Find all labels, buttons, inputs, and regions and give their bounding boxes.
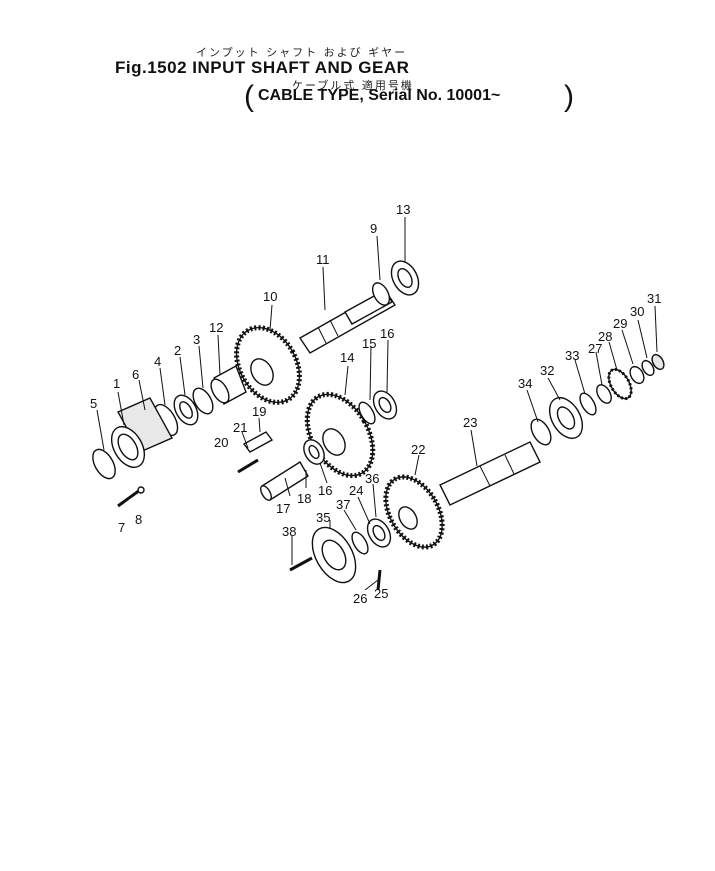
leader-lines <box>96 217 658 591</box>
callout-34: 34 <box>518 376 532 391</box>
collar-12 <box>210 365 247 405</box>
callout-24: 24 <box>349 483 363 498</box>
cover-housing <box>110 397 173 468</box>
gear-10 <box>234 325 302 405</box>
bearing-16-lower <box>303 439 325 465</box>
callout-8: 8 <box>135 512 142 527</box>
callout-26: 26 <box>353 591 367 606</box>
callout-15: 15 <box>362 336 376 351</box>
bearing-16-upper <box>372 390 398 420</box>
callout-37: 37 <box>336 497 350 512</box>
callout-7: 7 <box>118 520 125 535</box>
callout-17: 17 <box>276 501 290 516</box>
callout-numbers: 1 2 3 4 5 6 7 8 9 10 11 12 13 14 15 16 1… <box>90 202 661 606</box>
callout-6: 6 <box>132 367 139 382</box>
callout-13: 13 <box>396 202 410 217</box>
washer-27 <box>596 384 612 404</box>
callout-30: 30 <box>630 304 644 319</box>
oil-seal-5 <box>92 448 116 480</box>
subtitle-japanese: ケーブル式 適用号機 <box>292 79 414 92</box>
callout-1: 1 <box>113 376 120 391</box>
callout-28: 28 <box>598 329 612 344</box>
ring-15 <box>358 401 376 425</box>
washer-30 <box>641 359 655 377</box>
callout-25: 25 <box>374 586 388 601</box>
callout-32: 32 <box>540 363 554 378</box>
callout-20: 20 <box>214 435 228 450</box>
callout-27: 27 <box>588 341 602 356</box>
pin-25 <box>376 569 382 591</box>
callout-38: 38 <box>282 524 296 539</box>
callout-35: 35 <box>316 510 330 525</box>
callout-29: 29 <box>613 316 627 331</box>
title-japanese: インプット シャフト および ギヤー <box>196 46 408 59</box>
callout-31: 31 <box>647 291 661 306</box>
bolt-20 <box>237 458 259 474</box>
callout-16-lower: 16 <box>318 483 332 498</box>
callout-18: 18 <box>297 491 311 506</box>
ring-9 <box>371 282 391 306</box>
bearing-32 <box>548 397 584 439</box>
washer-29 <box>629 365 645 385</box>
plate-19 <box>242 431 274 453</box>
callout-19: 19 <box>252 404 266 419</box>
open-paren: ( <box>244 80 254 113</box>
figure-title: Fig.1502 INPUT SHAFT AND GEAR <box>115 58 410 77</box>
figure-subtitle: CABLE TYPE, Serial No. 10001~ <box>258 87 501 104</box>
gear-28 <box>607 367 633 401</box>
callout-11: 11 <box>316 252 330 267</box>
cover-35 <box>311 526 357 584</box>
callout-33: 33 <box>565 348 579 363</box>
nut-31 <box>651 353 665 371</box>
gear-22 <box>383 474 445 550</box>
callout-9: 9 <box>370 221 377 236</box>
bolt-7 <box>117 488 141 508</box>
callout-4: 4 <box>154 354 161 369</box>
diagram-header: インプット シャフト および ギヤー Fig.1502 INPUT SHAFT … <box>0 0 715 120</box>
snap-ring-33 <box>579 392 597 416</box>
close-paren: ) <box>564 80 574 113</box>
callout-16-upper: 16 <box>380 326 394 341</box>
shim-37 <box>351 531 369 555</box>
bearing-13 <box>390 260 420 296</box>
callout-23: 23 <box>463 415 477 430</box>
callout-12: 12 <box>209 320 223 335</box>
callout-5: 5 <box>90 396 97 411</box>
spacer-34 <box>530 418 552 446</box>
callout-36: 36 <box>365 471 379 486</box>
ring-3 <box>192 387 214 415</box>
callout-14: 14 <box>340 350 354 365</box>
bearing-2 <box>173 394 199 426</box>
callout-22: 22 <box>411 442 425 457</box>
washer-8 <box>137 486 145 494</box>
bolt-38 <box>289 556 313 572</box>
shaft-23 <box>439 441 541 506</box>
bearing-24 <box>366 518 392 548</box>
callout-10: 10 <box>263 289 277 304</box>
callout-21: 21 <box>233 420 247 435</box>
callout-3: 3 <box>193 332 200 347</box>
callout-2: 2 <box>174 343 181 358</box>
